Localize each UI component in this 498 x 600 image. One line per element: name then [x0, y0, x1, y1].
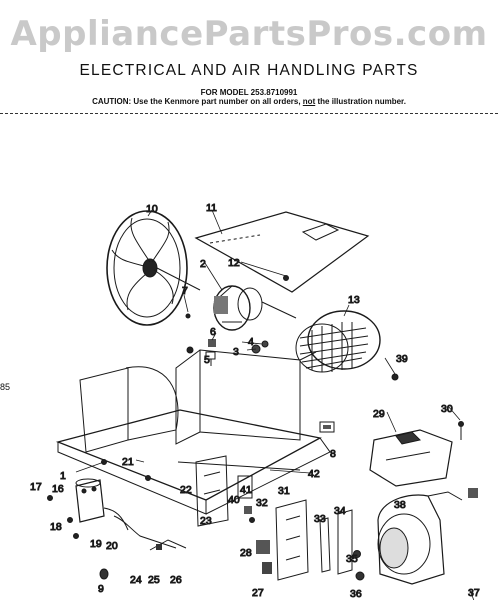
scroll-housing-drawing[interactable] — [377, 488, 478, 585]
fastener-39-drawing[interactable] — [391, 373, 399, 381]
base-pan-drawing[interactable] — [55, 346, 331, 515]
callout-12[interactable]: 12 — [228, 257, 241, 270]
screws-left-drawing[interactable] — [47, 495, 109, 580]
callout-26[interactable]: 26 — [170, 574, 183, 587]
page-tag: 85 — [0, 382, 11, 392]
callout-28[interactable]: 28 — [240, 547, 253, 560]
callout-16[interactable]: 16 — [52, 483, 65, 496]
part-8-drawing[interactable] — [319, 421, 335, 433]
callout-4[interactable]: 4 — [248, 336, 255, 349]
callout-21[interactable]: 21 — [122, 456, 135, 469]
callout-9[interactable]: 9 — [98, 583, 105, 596]
callout-40[interactable]: 40 — [228, 494, 241, 507]
callout-32[interactable]: 32 — [256, 497, 269, 510]
callout-42[interactable]: 42 — [308, 468, 321, 481]
callout-39[interactable]: 39 — [396, 353, 409, 366]
callout-38[interactable]: 38 — [394, 499, 407, 512]
callout-18[interactable]: 18 — [50, 521, 63, 534]
callout-35[interactable]: 35 — [346, 553, 359, 566]
part-28-drawing[interactable] — [256, 540, 272, 574]
watermark: AppliancePartsPros.com — [10, 14, 488, 54]
shroud-drawing[interactable] — [369, 429, 453, 487]
wiring-drawing[interactable] — [113, 515, 187, 551]
callout-36[interactable]: 36 — [350, 588, 363, 600]
callout-19[interactable]: 19 — [90, 538, 103, 551]
model-line: FOR MODEL 253.8710991 — [200, 88, 298, 97]
switch-parts-drawing[interactable] — [237, 475, 255, 523]
top-cover-drawing[interactable] — [194, 211, 370, 293]
callout-24[interactable]: 24 — [130, 574, 143, 587]
callout-17[interactable]: 17 — [30, 481, 43, 494]
brackets-drawing[interactable] — [275, 499, 353, 581]
caution-emphasis: not — [302, 97, 316, 106]
callout-27[interactable]: 27 — [252, 587, 265, 600]
control-panel-drawing[interactable] — [195, 455, 229, 527]
caution-note: CAUTION: Use the Kenmore part number on … — [0, 97, 498, 106]
callout-34[interactable]: 34 — [334, 505, 347, 518]
capacitor-drawing[interactable] — [75, 478, 129, 531]
callout-33[interactable]: 33 — [314, 513, 327, 526]
screw-30-drawing[interactable] — [458, 421, 464, 441]
screw-12-drawing[interactable] — [283, 275, 289, 281]
blower-wheel-drawing[interactable] — [295, 310, 381, 373]
callout-11[interactable]: 11 — [206, 202, 218, 215]
callout-29[interactable]: 29 — [373, 408, 386, 421]
callout-1[interactable]: 1 — [60, 470, 67, 483]
callout-8[interactable]: 8 — [330, 448, 337, 461]
motor-drawing[interactable] — [185, 285, 297, 331]
callout-13[interactable]: 13 — [348, 294, 361, 307]
caution-prefix: CAUTION: Use the Kenmore part number on … — [92, 97, 301, 106]
callout-3[interactable]: 3 — [233, 346, 240, 359]
callout-25[interactable]: 25 — [148, 574, 161, 587]
callout-30[interactable]: 30 — [441, 403, 454, 416]
callout-6[interactable]: 6 — [210, 326, 217, 339]
callout-5[interactable]: 5 — [204, 354, 211, 367]
callout-31[interactable]: 31 — [278, 485, 291, 498]
fan-blade-drawing[interactable] — [106, 210, 201, 326]
leader-lines — [75, 209, 475, 600]
callout-labels: 10 11 12 2 13 7 6 4 3 5 39 29 30 8 21 1 … — [30, 202, 481, 600]
page-title: ELECTRICAL AND AIR HANDLING PARTS — [79, 62, 419, 79]
callout-7[interactable]: 7 — [182, 285, 189, 298]
callout-22[interactable]: 22 — [180, 484, 193, 497]
fasteners-35-36-drawing[interactable] — [353, 550, 365, 581]
callout-23[interactable]: 23 — [200, 515, 213, 528]
header-divider — [0, 113, 498, 114]
callout-41[interactable]: 41 — [240, 484, 253, 497]
caution-suffix: the illustration number. — [317, 97, 406, 106]
callout-37[interactable]: 37 — [468, 587, 481, 600]
callout-2[interactable]: 2 — [200, 258, 207, 271]
callout-20[interactable]: 20 — [106, 540, 119, 553]
callout-10[interactable]: 10 — [146, 203, 159, 216]
